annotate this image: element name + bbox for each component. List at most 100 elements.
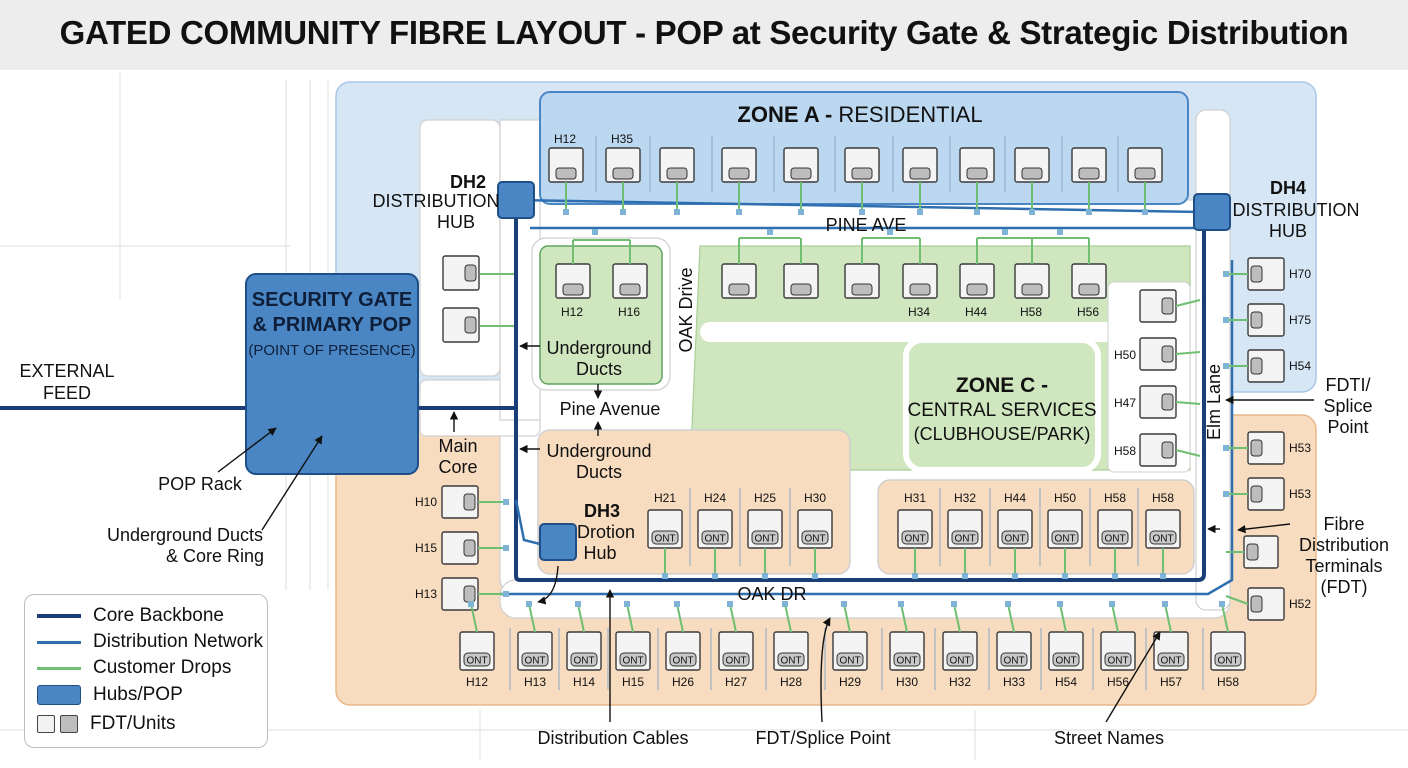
park-row-house[interactable] <box>721 263 757 299</box>
green-block-house[interactable] <box>555 263 591 299</box>
park-row-house[interactable] <box>902 263 938 299</box>
mid-row-house[interactable]: ONT <box>1047 509 1083 549</box>
dh3-row-house[interactable]: ONT <box>797 509 833 549</box>
zone-a-house[interactable] <box>1014 147 1050 183</box>
zone-a-house[interactable] <box>959 147 995 183</box>
security-gate-pop[interactable] <box>245 273 419 475</box>
splice-node <box>812 573 818 579</box>
bottom-row-house[interactable]: ONT <box>832 631 868 671</box>
bottom-row-house-label: H54 <box>1055 675 1077 689</box>
bottom-row-house[interactable]: ONT <box>517 631 553 671</box>
splice-node <box>592 229 598 235</box>
fdt-terminal <box>1021 283 1043 296</box>
ont-label: ONT <box>573 656 594 667</box>
bottom-row-house-label: H26 <box>672 675 694 689</box>
dh3-row-house[interactable]: ONT <box>697 509 733 549</box>
far-right-house[interactable] <box>1247 303 1285 337</box>
title-bar <box>0 0 1408 70</box>
bottom-row-house[interactable]: ONT <box>665 631 701 671</box>
fdt-terminal <box>612 167 634 180</box>
bottom-row-house[interactable]: ONT <box>889 631 925 671</box>
zone-a-house[interactable] <box>902 147 938 183</box>
zone-a-house[interactable] <box>1127 147 1163 183</box>
zone-a-house[interactable] <box>721 147 757 183</box>
far-right-house[interactable] <box>1247 257 1285 291</box>
mid-row-house[interactable]: ONT <box>997 509 1033 549</box>
zone-a-house[interactable] <box>844 147 880 183</box>
fdt-terminal <box>909 283 931 296</box>
left-column-house[interactable] <box>441 485 479 519</box>
right-column-house[interactable] <box>1139 385 1177 419</box>
zone-a-house[interactable] <box>1071 147 1107 183</box>
hub-dh4[interactable] <box>1193 193 1231 231</box>
mid-row-house[interactable]: ONT <box>947 509 983 549</box>
bottom-row-house[interactable]: ONT <box>996 631 1032 671</box>
left-column-house-label: H10 <box>415 495 437 509</box>
bottom-row-house-label: H32 <box>949 675 971 689</box>
bottom-row-house[interactable]: ONT <box>718 631 754 671</box>
ont-label: ONT <box>1055 656 1076 667</box>
fdt-terminal <box>1161 297 1174 315</box>
bottom-row-house[interactable]: ONT <box>942 631 978 671</box>
mid-row-house[interactable]: ONT <box>1097 509 1133 549</box>
legend-core-backbone: Core Backbone <box>37 604 224 628</box>
park-row-house[interactable] <box>959 263 995 299</box>
zone-a-house-label: H12 <box>554 132 576 146</box>
green-block-house[interactable] <box>612 263 648 299</box>
bottom-row-house[interactable]: ONT <box>1153 631 1189 671</box>
zone-a-house[interactable] <box>605 147 641 183</box>
hub-dh4-id: DH4 <box>1270 178 1306 198</box>
far-right-house[interactable] <box>1243 535 1279 569</box>
dh3-row-house-label: H24 <box>704 491 726 505</box>
dh2-unit[interactable] <box>442 255 480 291</box>
bottom-row-house[interactable]: ONT <box>773 631 809 671</box>
dh3-row-house-label: H30 <box>804 491 826 505</box>
splice-node <box>503 499 509 505</box>
splice-node <box>736 209 742 215</box>
legend-drops-swatch <box>37 666 81 670</box>
splice-node <box>468 601 474 607</box>
right-column-house[interactable] <box>1139 337 1177 371</box>
fdt-terminal <box>1134 167 1156 180</box>
hub-dh2-line1: DISTRIBUTION <box>372 191 499 211</box>
far-right-house[interactable] <box>1247 477 1285 511</box>
main-core-line2: Core <box>438 457 477 477</box>
fdt-terminal <box>619 283 641 296</box>
bottom-row-house[interactable]: ONT <box>566 631 602 671</box>
bottom-row-house[interactable]: ONT <box>1210 631 1246 671</box>
zone-a-house[interactable] <box>548 147 584 183</box>
ont-label: ONT <box>754 534 775 545</box>
mid-row-house-label: H31 <box>904 491 926 505</box>
park-row-house-label: H34 <box>908 305 930 319</box>
dh3-row-house[interactable]: ONT <box>747 509 783 549</box>
ont-badge <box>570 652 598 667</box>
right-column-house[interactable] <box>1139 433 1177 467</box>
hub-dh3[interactable] <box>539 523 577 561</box>
fdti-line3: Point <box>1327 417 1368 437</box>
ont-badge <box>701 530 729 545</box>
bottom-row-house[interactable]: ONT <box>1100 631 1136 671</box>
far-right-house[interactable] <box>1247 349 1285 383</box>
bottom-row-house[interactable]: ONT <box>1048 631 1084 671</box>
bottom-row-house[interactable]: ONT <box>459 631 495 671</box>
dh3-row-house[interactable]: ONT <box>647 509 683 549</box>
park-row-house[interactable] <box>783 263 819 299</box>
zone-a-house[interactable] <box>659 147 695 183</box>
park-row-house[interactable] <box>844 263 880 299</box>
mid-row-house[interactable]: ONT <box>1145 509 1181 549</box>
right-column-house[interactable] <box>1139 289 1177 323</box>
park-row-house[interactable] <box>1071 263 1107 299</box>
mid-row-house[interactable]: ONT <box>897 509 933 549</box>
zone-a-house[interactable] <box>783 147 819 183</box>
bottom-row-house[interactable]: ONT <box>615 631 651 671</box>
left-column-house[interactable] <box>441 531 479 565</box>
ont-label: ONT <box>704 534 725 545</box>
annotation-labels: EXTERNAL FEED Underground Ducts Undergro… <box>19 338 1389 748</box>
splice-node <box>1223 491 1229 497</box>
park-row-house[interactable] <box>1014 263 1050 299</box>
dh2-unit[interactable] <box>442 307 480 343</box>
splice-node <box>503 545 509 551</box>
hub-dh2[interactable] <box>497 181 535 219</box>
far-right-house[interactable] <box>1247 587 1285 621</box>
far-right-house[interactable] <box>1247 431 1285 465</box>
